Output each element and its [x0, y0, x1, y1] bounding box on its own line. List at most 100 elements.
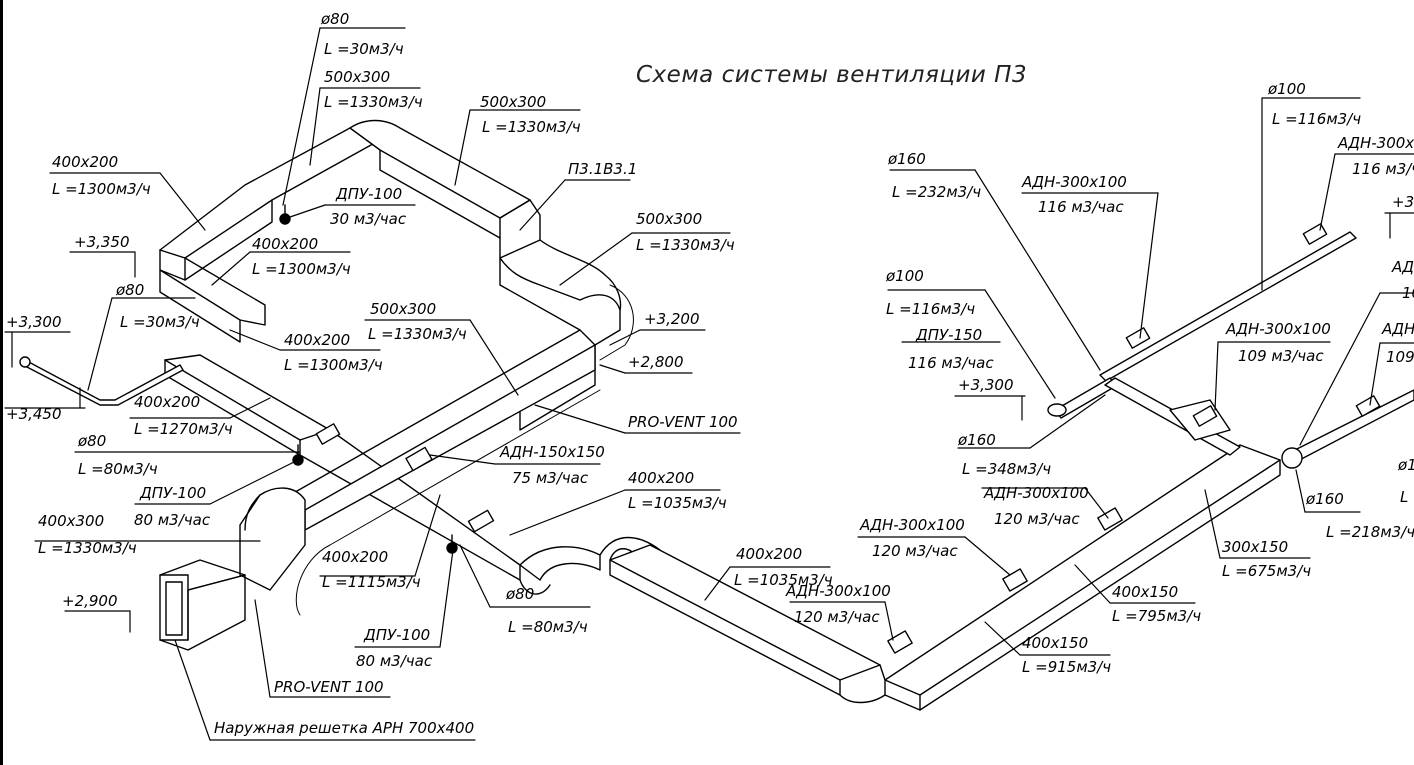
round-duct-d160-right [1284, 389, 1414, 466]
label-d160-c: ø160 [1306, 490, 1344, 508]
leader-lines [4, 27, 1414, 741]
diagram-title: Схема системы вентиляции П3 [636, 62, 1028, 88]
diffuser-d80-top [279, 213, 291, 225]
label-adn300-mid1: АДН-300x100 [860, 516, 965, 534]
label-flow-120-mid1: 120 м3/час [872, 542, 958, 560]
label-size-400x200-b: 400x200 [252, 235, 319, 253]
adn-diffuser-r2 [1302, 223, 1328, 245]
label-d160-b: ø160 [958, 431, 996, 449]
label-provent-b: PRO-VENT 100 [274, 678, 384, 696]
label-size-300x150: 300x150 [1222, 538, 1289, 556]
label-elev-2900: +2,900 [62, 592, 118, 610]
label-size-500x300-b: 500x300 [480, 93, 547, 111]
label-adn-150x150: АДН-150x150 [500, 443, 605, 461]
label-dpu100-c: ДПУ-100 [364, 626, 431, 644]
label-size-400x200-e: 400x200 [628, 469, 695, 487]
label-flow-915: L =915м3/ч [1022, 658, 1112, 676]
label-flow-675: L =675м3/ч [1222, 562, 1312, 580]
label-flow-80-mid: L =80м3/ч [78, 460, 158, 478]
label-flow-1330-a: L =1330м3/ч [324, 93, 423, 111]
label-num-cut1: 10 [1402, 284, 1414, 302]
duct-ring-right [499, 257, 621, 346]
label-d80-top: ø80 [321, 10, 350, 28]
adn-diffuser-2 [315, 423, 341, 445]
label-adn-cut2: АДН [1382, 320, 1414, 338]
label-elev-3300-r: +3,300 [958, 376, 1014, 394]
label-size-500x300-a: 500x300 [324, 68, 391, 86]
label-d80-low: ø80 [506, 585, 535, 603]
label-flow-80-low: L =80м3/ч [508, 618, 588, 636]
label-size-500x300-d: 500x300 [370, 300, 437, 318]
label-flow-80-b: 80 м3/час [134, 511, 211, 529]
label-elev-3200: +3,200 [644, 310, 700, 328]
round-duct-d100-upper [1099, 231, 1357, 382]
label-flow-30-top: L =30м3/ч [324, 40, 404, 58]
label-l-cut: L [1400, 488, 1409, 506]
adn-diffuser-4 [887, 630, 913, 654]
duct-intake-bend [239, 487, 306, 591]
label-adn300-r1: АДН-300x100 [1022, 173, 1127, 191]
label-flow-795: L =795м3/ч [1112, 607, 1202, 625]
label-size-400x200-a: 400x200 [52, 153, 119, 171]
label-elev-3350: +3,350 [74, 233, 130, 251]
label-elev-3300-left: +3,300 [6, 313, 62, 331]
label-adn-cut1: АД [1392, 258, 1414, 276]
label-d80-mid: ø80 [78, 432, 107, 450]
adn-diffuser-1 [405, 446, 433, 472]
label-d100-r: ø100 [1268, 80, 1306, 98]
label-flow-1300-c: L =1300м3/ч [284, 356, 383, 374]
label-size-400x150-b: 400x150 [1112, 583, 1179, 601]
label-size-400x200-f: 400x200 [736, 545, 803, 563]
label-d-cut: ø1 [1398, 456, 1414, 474]
left-border [0, 0, 3, 765]
diffuser-d80-low [446, 542, 458, 554]
label-p3-1v3-1: П3.1В3.1 [568, 160, 638, 178]
label-flow-75: 75 м3/час [512, 469, 589, 487]
label-flow-232: L =232м3/ч [892, 183, 982, 201]
adn-diffuser-3 [467, 509, 495, 533]
label-flow-116-r2: 116 м3/ч [1352, 160, 1414, 178]
label-adn300-r3: АДН-300x100 [1226, 320, 1331, 338]
duct-network-left [19, 119, 1281, 711]
label-flow-116-dpu: 116 м3/час [908, 354, 994, 372]
label-flow-218: L =218м3/ч [1326, 523, 1414, 541]
label-flow-1270: L =1270м3/ч [134, 420, 233, 438]
label-flow-1035-b: L =1035м3/ч [734, 571, 833, 589]
label-d80-left: ø80 [116, 281, 145, 299]
label-flow-1330-d: L =1330м3/ч [368, 325, 467, 343]
label-d160-a: ø160 [888, 150, 926, 168]
label-flow-1330-b: L =1330м3/ч [482, 118, 581, 136]
label-flow-1330-e: L =1330м3/ч [38, 539, 137, 557]
label-num-cut2: 109 [1386, 348, 1414, 366]
duct-400x200-diagonal [159, 269, 241, 343]
duct-bend-mid [519, 546, 601, 581]
label-adn300-r2: АДН-300x [1338, 134, 1414, 152]
label-size-400x200-d: 400x200 [134, 393, 201, 411]
label-flow-348: L =348м3/ч [962, 460, 1052, 478]
label-flow-1300-a: L =1300м3/ч [52, 180, 151, 198]
adn-diffuser-5 [1002, 568, 1028, 592]
label-size-400x150-a: 400x150 [1022, 634, 1089, 652]
label-flow-1300-b: L =1300м3/ч [252, 260, 351, 278]
label-adn300-r4: АДН-300x100 [984, 484, 1089, 502]
label-d100-l: ø100 [886, 267, 924, 285]
label-elev-2800: +2,800 [628, 353, 684, 371]
label-size-400x200-g: 400x200 [322, 548, 389, 566]
label-flow-116-r: L =116м3/ч [1272, 110, 1362, 128]
label-adn300-mid2: АДН-300x100 [786, 582, 891, 600]
label-flow-116-r1: 116 м3/час [1038, 198, 1124, 216]
label-flow-30-a: 30 м3/час [330, 210, 407, 228]
outdoor-grille-box [159, 574, 189, 641]
label-flow-1115: L =1115м3/ч [322, 573, 421, 591]
adn-diffuser-r3 [1192, 405, 1218, 427]
adn-diffuser-r4 [1355, 395, 1381, 417]
label-size-400x300: 400x300 [38, 512, 105, 530]
label-flow-1330-c: L =1330м3/ч [636, 236, 735, 254]
label-size-500x300-c: 500x300 [636, 210, 703, 228]
label-dpu100-b: ДПУ-100 [140, 484, 207, 502]
label-flow-109: 109 м3/час [1238, 347, 1324, 365]
label-provent-a: PRO-VENT 100 [628, 413, 738, 431]
label-dpu100-a: ДПУ-100 [336, 185, 403, 203]
label-elev-3-r: +3 [1392, 193, 1414, 211]
